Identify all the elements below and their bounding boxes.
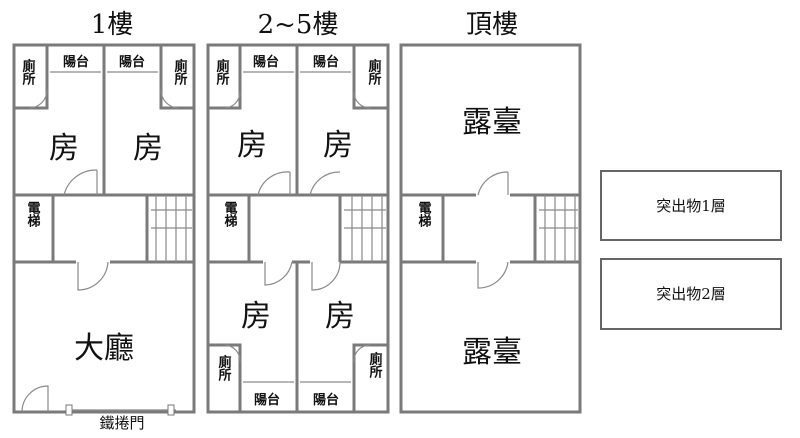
protrusion-2-label: 突出物2層 xyxy=(656,285,726,303)
room-balcony: 陽台 xyxy=(313,392,339,408)
protrusion-1-box xyxy=(600,170,782,241)
rolling-door-label: 鐵捲門 xyxy=(99,414,144,432)
room-elevator: 電梯 xyxy=(25,201,41,228)
room-balcony: 陽台 xyxy=(253,54,279,70)
room-balcony: 陽台 xyxy=(254,392,280,408)
protrusion-1-label: 突出物1層 xyxy=(656,197,726,215)
room-bedroom: 房 xyxy=(323,128,353,163)
room-toilet: 廁所 xyxy=(214,58,230,86)
protrusion-2-box xyxy=(600,258,782,330)
room-elevator: 電梯 xyxy=(416,201,432,228)
room-terrace: 露臺 xyxy=(462,105,522,140)
room-bedroom: 房 xyxy=(241,299,271,334)
room-bedroom: 房 xyxy=(325,299,355,334)
plan-2-5f: 廁所 陽台 陽台 廁所 房 房 電梯 房 房 廁所 陽台 陽台 廁所 xyxy=(206,43,390,414)
plan-roof: 露臺 電梯 露臺 xyxy=(399,43,582,414)
room-bedroom: 房 xyxy=(237,128,267,163)
room-bedroom: 房 xyxy=(133,131,163,166)
floor-title-2-5f: 2~5樓 xyxy=(258,10,339,40)
room-toilet: 廁所 xyxy=(367,351,383,379)
room-lobby: 大廳 xyxy=(74,331,134,366)
room-balcony: 陽台 xyxy=(63,54,89,70)
room-balcony: 陽台 xyxy=(119,54,145,70)
room-elevator: 電梯 xyxy=(222,201,238,228)
room-toilet: 廁所 xyxy=(366,58,382,86)
room-balcony: 陽台 xyxy=(313,54,339,70)
room-terrace: 露臺 xyxy=(462,335,522,370)
floor-title-roof: 頂樓 xyxy=(466,10,518,40)
room-bedroom: 房 xyxy=(49,131,79,166)
room-toilet: 廁所 xyxy=(172,58,188,86)
room-toilet: 廁所 xyxy=(216,354,232,382)
room-toilet: 廁所 xyxy=(20,58,36,86)
floor-title-1f: 1樓 xyxy=(91,10,134,40)
plan-1f: 廁所 陽台 陽台 廁所 房 房 電梯 大廳 鐵捲門 xyxy=(12,43,196,432)
